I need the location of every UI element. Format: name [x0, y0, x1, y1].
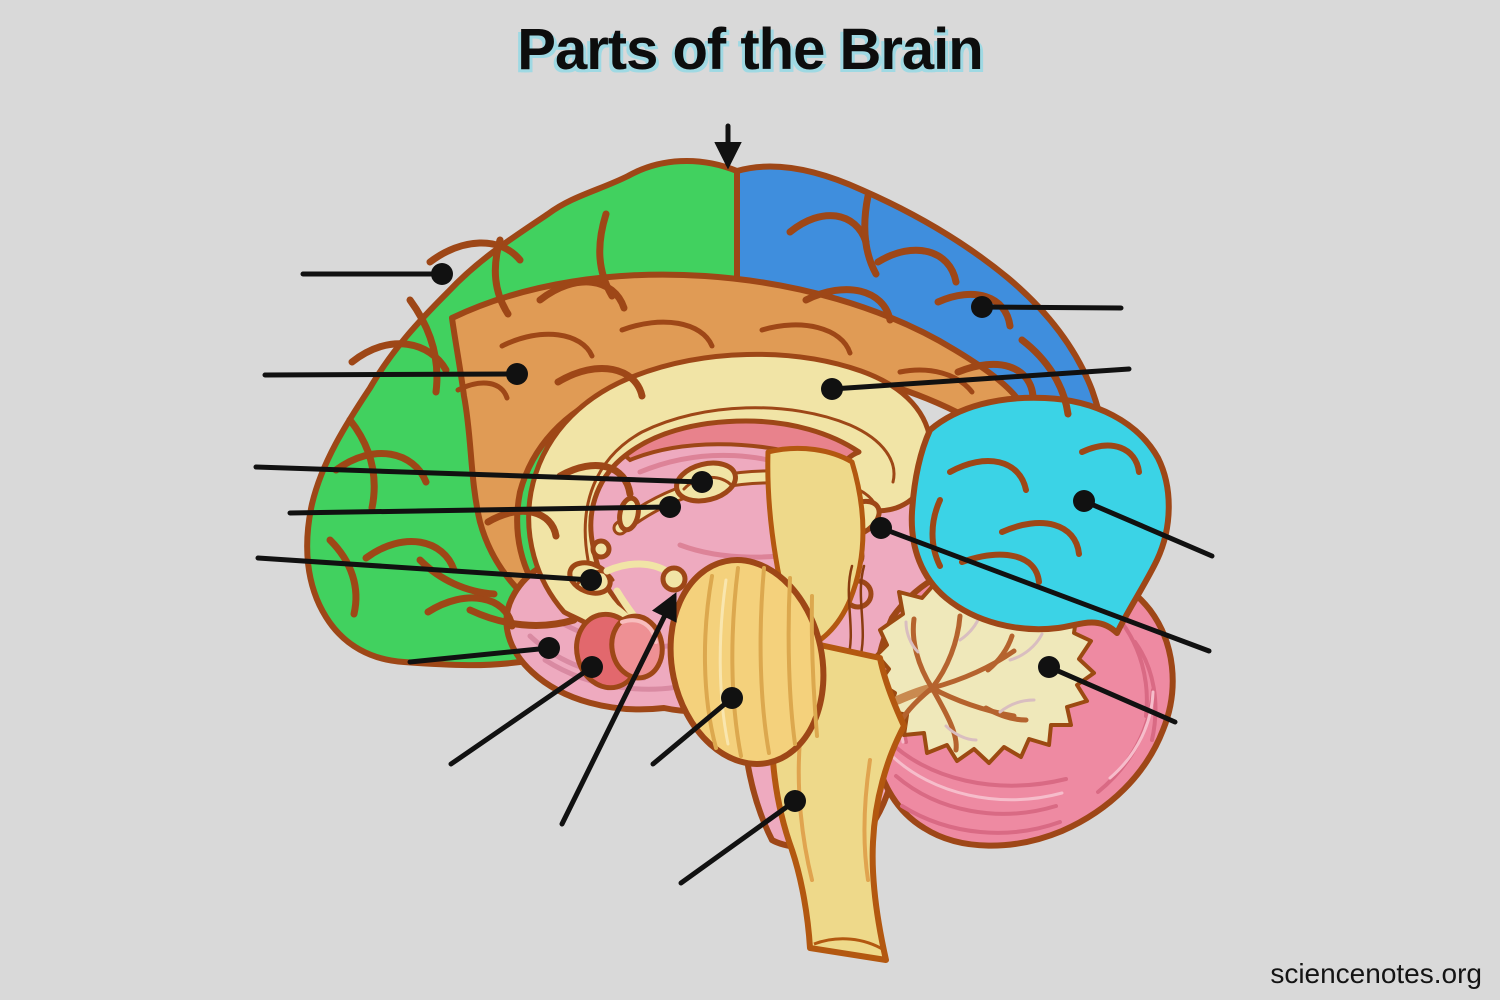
pons-fiber-lines [702, 566, 819, 758]
thalamus-line [287, 504, 673, 516]
parietal-lobe-line [979, 304, 1124, 311]
medulla-cut-line [813, 937, 885, 952]
occipital-lobe-callout [1073, 490, 1215, 559]
mammillary-body [660, 565, 688, 593]
pons-highlight [718, 578, 730, 746]
callout-layer [253, 123, 1215, 886]
cingulate-gyrus-line [262, 371, 520, 378]
occipital-lobe-line [1081, 498, 1215, 559]
pineal-gland-callout [870, 517, 1212, 654]
cingulate-gyrus-callout [262, 363, 528, 385]
cingulate-gyrus-dot [506, 363, 528, 385]
pons-line [650, 695, 735, 767]
anterior-commissure [590, 538, 612, 560]
pineal-gland-dot [870, 517, 892, 539]
optic-chiasm-line [255, 555, 594, 583]
occipital-gyri-lines [929, 442, 1142, 585]
parietal-lobe-dot [971, 296, 993, 318]
cingulate-detail-lines [455, 319, 975, 401]
pons-callout [650, 687, 743, 767]
medulla-oblongata-dot [784, 790, 806, 812]
pineal-gland-line [878, 525, 1212, 654]
watermark: sciencenotes.org [1270, 958, 1482, 989]
occipital-lobe-dot [1073, 490, 1095, 512]
fornix-callout [253, 464, 713, 493]
pituitary-gland-callout [448, 656, 603, 767]
pituitary-gland-line [448, 664, 595, 767]
thalamus-dot [659, 496, 681, 518]
infundibulum-arrow-callout [559, 592, 677, 827]
hypothalamus-dot [538, 637, 560, 659]
corpus-callosum-callout [821, 366, 1132, 400]
medulla-oblongata-callout [678, 790, 806, 886]
corpus-callosum-inner-line [583, 406, 896, 562]
cerebellum-line [1046, 664, 1178, 725]
optic-chiasm-callout [255, 555, 602, 591]
corpus-callosum-dot [821, 378, 843, 400]
pons-dot [721, 687, 743, 709]
medulla-oblongata-line [678, 798, 798, 886]
arbor-vitae-branches [894, 613, 1029, 753]
infundibulum-arrow-line [559, 592, 677, 827]
parietal-lobe-callout [971, 296, 1124, 318]
occipital-lobe-region [908, 394, 1172, 636]
fornix-dot [691, 471, 713, 493]
cerebellum-dot [1038, 656, 1060, 678]
medulla-shading [796, 738, 872, 882]
optic-tract [603, 560, 672, 576]
frontal-lobe-callout [300, 263, 453, 285]
hypothalamus-callout [407, 637, 560, 665]
pituitary-gland-dot [581, 656, 603, 678]
frontal-lobe-dot [431, 263, 453, 285]
page-title: Parts of the Brain [517, 17, 983, 82]
optic-chiasm-dot [580, 569, 602, 591]
hypothalamus-line [407, 645, 552, 665]
brainstem-group [667, 445, 907, 963]
corpus-callosum-line [829, 366, 1132, 392]
cerebellum-callout [1038, 656, 1178, 725]
fornix-line [253, 464, 705, 485]
frontal-gyri-lines [326, 210, 646, 630]
pituitary-anterior-lobe [609, 613, 665, 681]
thalamus-callout [287, 496, 681, 518]
